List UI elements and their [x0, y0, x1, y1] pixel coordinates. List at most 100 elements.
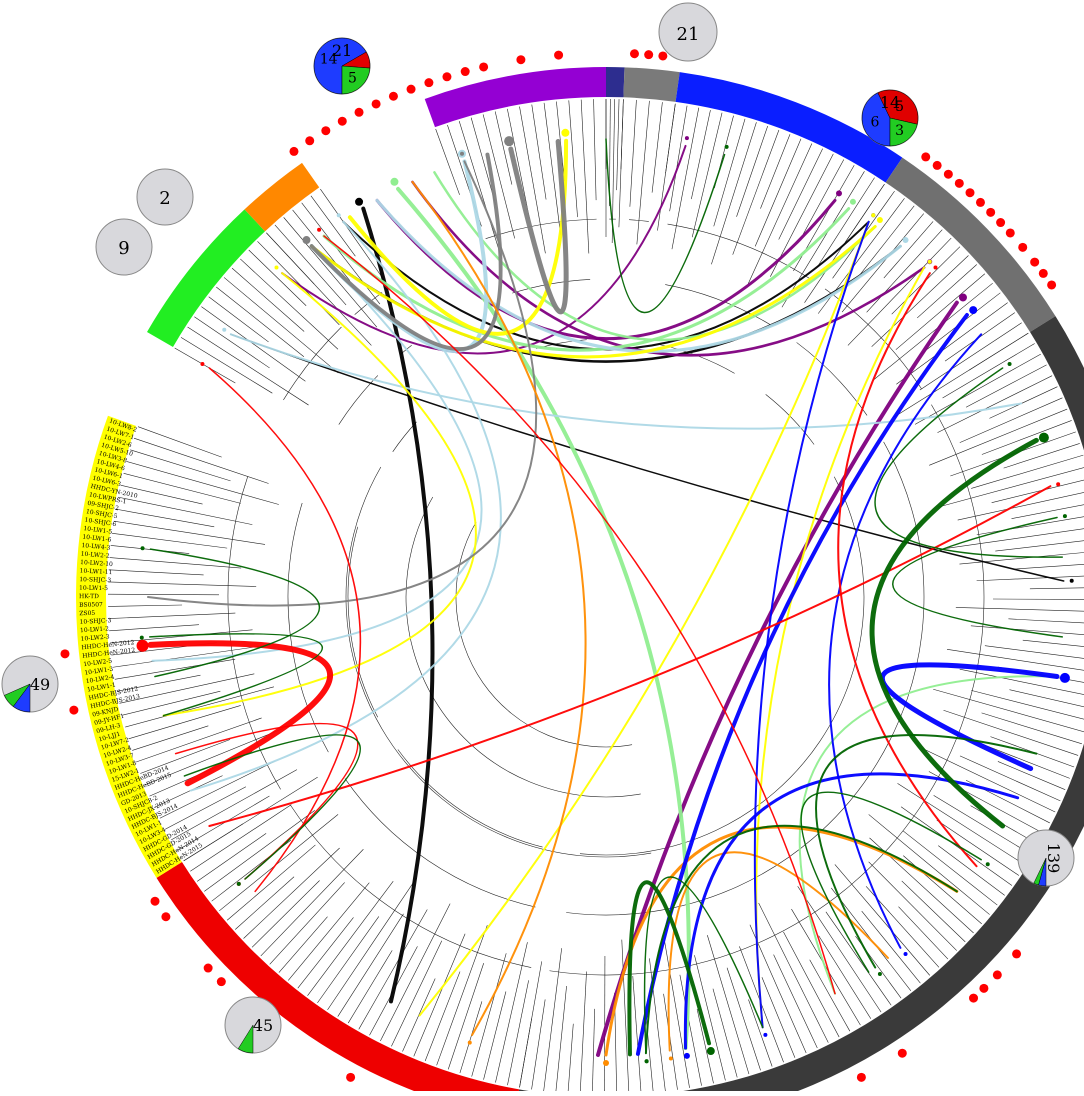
- internal-arc: [766, 394, 814, 444]
- leaf-branch: [943, 344, 1035, 398]
- ring-segment-grey: [886, 158, 1056, 332]
- leaf-branch: [317, 916, 378, 1002]
- link-arrowhead: [725, 145, 729, 149]
- leaf-branch: [181, 337, 272, 393]
- leaf-branch: [862, 911, 921, 983]
- marker-dot: [338, 117, 347, 126]
- leaf-branch: [633, 976, 641, 1091]
- internal-arc: [288, 503, 328, 752]
- link-arrowhead: [969, 306, 977, 314]
- link-arrowhead: [137, 640, 149, 652]
- marker-dot: [996, 218, 1005, 227]
- leaf-branch: [917, 265, 977, 318]
- link-arrowhead: [877, 217, 883, 223]
- marker-dot: [151, 897, 160, 906]
- leaf-branch: [338, 914, 404, 1017]
- marker-dot: [204, 964, 213, 973]
- leaf-branch: [672, 108, 699, 249]
- ring-segment-grey-small: [623, 67, 679, 102]
- leaf-branch: [649, 958, 665, 1091]
- leaf-branch: [108, 613, 235, 619]
- marker-dot: [516, 55, 525, 64]
- link-arrowhead: [763, 1033, 767, 1037]
- marker-dot: [955, 179, 964, 188]
- link-arrowhead: [1060, 673, 1070, 683]
- leaf-branch: [532, 999, 546, 1089]
- leaf-branch: [942, 527, 1084, 549]
- link-arrowhead: [1063, 514, 1067, 518]
- marker-dot: [407, 85, 416, 94]
- leaf-branch: [1023, 640, 1084, 648]
- leaf-branch: [697, 1009, 713, 1083]
- link-arrowhead: [141, 546, 145, 550]
- marker-dot: [289, 147, 298, 156]
- transmission-link: [209, 486, 1050, 826]
- leaf-branch: [216, 287, 304, 357]
- leaf-branch: [933, 689, 1084, 732]
- leaf-branch: [507, 980, 528, 1085]
- internal-arc: [339, 375, 378, 424]
- marker-dot: [966, 188, 975, 197]
- leaf-branch: [249, 250, 306, 306]
- leaf-branch: [125, 687, 274, 727]
- leaf-branch: [520, 1018, 532, 1087]
- count-green-left-text: 9: [118, 238, 129, 259]
- leaf-branch: [621, 99, 623, 169]
- leaf-branch: [484, 992, 506, 1080]
- link-arrowhead: [684, 1053, 690, 1059]
- leaf-branch: [308, 881, 394, 995]
- marker-dot: [630, 49, 639, 58]
- transmission-link: [829, 334, 981, 948]
- leaf-label: BS0507: [79, 601, 103, 608]
- link-arrowhead: [317, 228, 321, 232]
- leaf-branch: [209, 297, 269, 342]
- leaf-branch: [580, 971, 586, 1091]
- leaf-branch: [992, 479, 1084, 503]
- marker-dot: [933, 161, 942, 170]
- pie-total: 45: [253, 1016, 273, 1035]
- pie-slice-label: 3: [895, 123, 904, 139]
- ring-segment-green: [147, 209, 265, 347]
- leaf-label: 10-LW1-5: [79, 585, 108, 592]
- link-arrowhead: [707, 1047, 715, 1055]
- leaf-branch: [544, 948, 562, 1091]
- marker-dot: [1047, 280, 1056, 289]
- link-arrowhead: [1070, 579, 1074, 583]
- leaf-branch: [175, 348, 236, 383]
- transmission-link: [231, 334, 1064, 581]
- leaf-branch: [127, 462, 279, 505]
- marker-dot: [389, 92, 398, 101]
- leaf-branch: [733, 130, 779, 255]
- count-orange-left: 2: [137, 169, 193, 225]
- link-arrowhead: [1056, 482, 1060, 486]
- link-arrowhead: [603, 1060, 609, 1066]
- leaf-branch: [569, 100, 578, 217]
- link-arrowhead: [928, 260, 932, 264]
- marker-dot: [644, 50, 653, 59]
- pie-total: 49: [30, 675, 50, 694]
- leaf-branch: [995, 539, 1084, 551]
- marker-dot: [658, 51, 667, 60]
- root-arc: [456, 522, 632, 747]
- leaf-branch: [985, 646, 1084, 661]
- leaf-branch: [896, 303, 1007, 385]
- leaf-branch: [124, 473, 241, 503]
- link-arrowhead: [237, 882, 241, 886]
- link-arrowhead: [222, 328, 226, 332]
- leaf-branch: [1013, 563, 1084, 569]
- marker-dot: [305, 136, 314, 145]
- transmission-link: [875, 368, 1062, 557]
- marker-dot: [554, 51, 563, 60]
- count-blue-top: 21: [659, 3, 717, 61]
- leaf-branch: [279, 917, 328, 973]
- leaf-branch: [666, 104, 676, 173]
- marker-dot: [461, 67, 470, 76]
- link-arrowhead: [1008, 362, 1012, 366]
- link-arrowhead: [355, 198, 363, 206]
- leaf-branch: [568, 1024, 573, 1091]
- leaf-branch: [109, 570, 204, 575]
- link-arrowhead: [836, 190, 842, 196]
- leaf-branch: [129, 705, 241, 738]
